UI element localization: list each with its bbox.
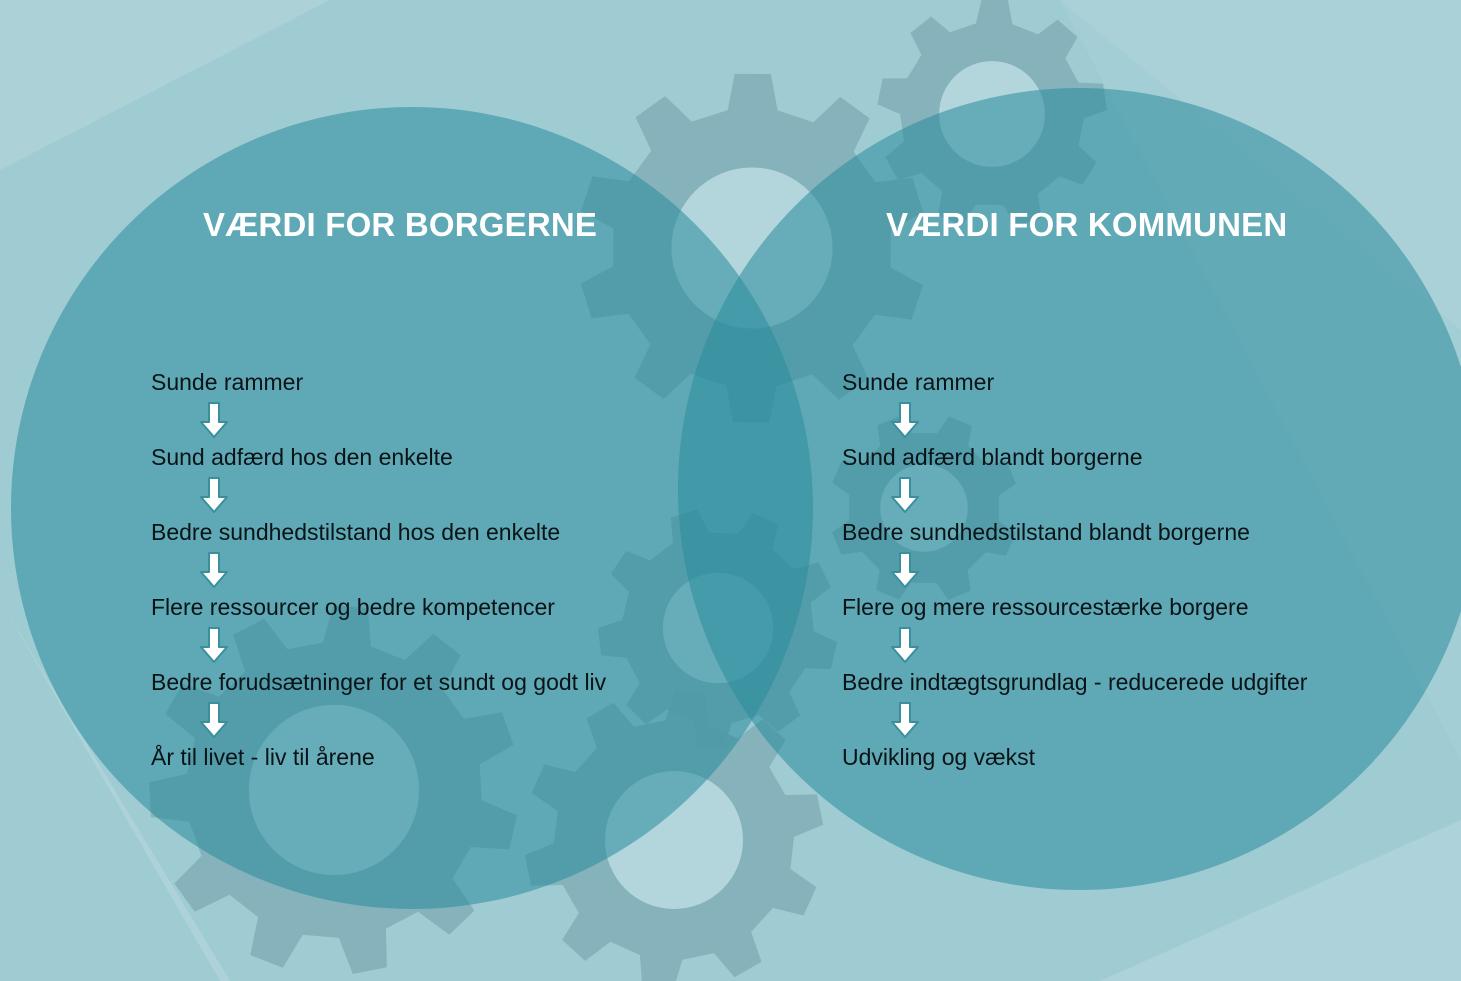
flow-list-kommunen: Sunde rammer Sund adfærd blandt borgerne… [842, 367, 1307, 772]
down-arrow-icon [200, 627, 228, 663]
flow-arrow [151, 472, 606, 517]
flow-step: Bedre sundhedstilstand hos den enkelte [151, 519, 561, 545]
flow-arrow [842, 472, 1307, 517]
flow-arrow [842, 622, 1307, 667]
flow-step: År til livet - liv til årene [151, 744, 375, 770]
flow-step: Sund adfærd hos den enkelte [151, 444, 453, 470]
flow-step: Flere ressourcer og bedre kompetencer [151, 594, 555, 620]
venn-circle-right [678, 88, 1461, 890]
title-borgerne: VÆRDI FOR BORGERNE [203, 206, 598, 243]
flow-arrow [151, 547, 606, 592]
down-arrow-icon [891, 702, 919, 738]
down-arrow-icon [200, 702, 228, 738]
flow-step: Sund adfærd blandt borgerne [842, 444, 1143, 470]
flow-arrow [151, 697, 606, 742]
flow-arrow [151, 397, 606, 442]
flow-step: Udvikling og vækst [842, 744, 1036, 770]
down-arrow-icon [891, 477, 919, 513]
flow-step: Bedre indtægtsgrundlag - reducerede udgi… [842, 669, 1308, 695]
flow-step: Bedre forudsætninger for et sundt og god… [151, 669, 607, 695]
down-arrow-icon [200, 552, 228, 588]
flow-step: Bedre sundhedstilstand blandt borgerne [842, 519, 1250, 545]
down-arrow-icon [891, 402, 919, 438]
flow-step: Sunde rammer [842, 369, 995, 395]
flow-step: Sunde rammer [151, 369, 304, 395]
title-kommunen: VÆRDI FOR KOMMUNEN [886, 206, 1288, 243]
flow-arrow [842, 397, 1307, 442]
down-arrow-icon [891, 627, 919, 663]
flow-step: Flere og mere ressourcestærke borgere [842, 594, 1249, 620]
flow-list-borgerne: Sunde rammer Sund adfærd hos den enkelte… [151, 367, 606, 772]
down-arrow-icon [891, 552, 919, 588]
flow-arrow [842, 547, 1307, 592]
flow-arrow [151, 622, 606, 667]
light-band-bottom [0, 600, 1461, 981]
flow-arrow [842, 697, 1307, 742]
down-arrow-icon [200, 477, 228, 513]
down-arrow-icon [200, 402, 228, 438]
